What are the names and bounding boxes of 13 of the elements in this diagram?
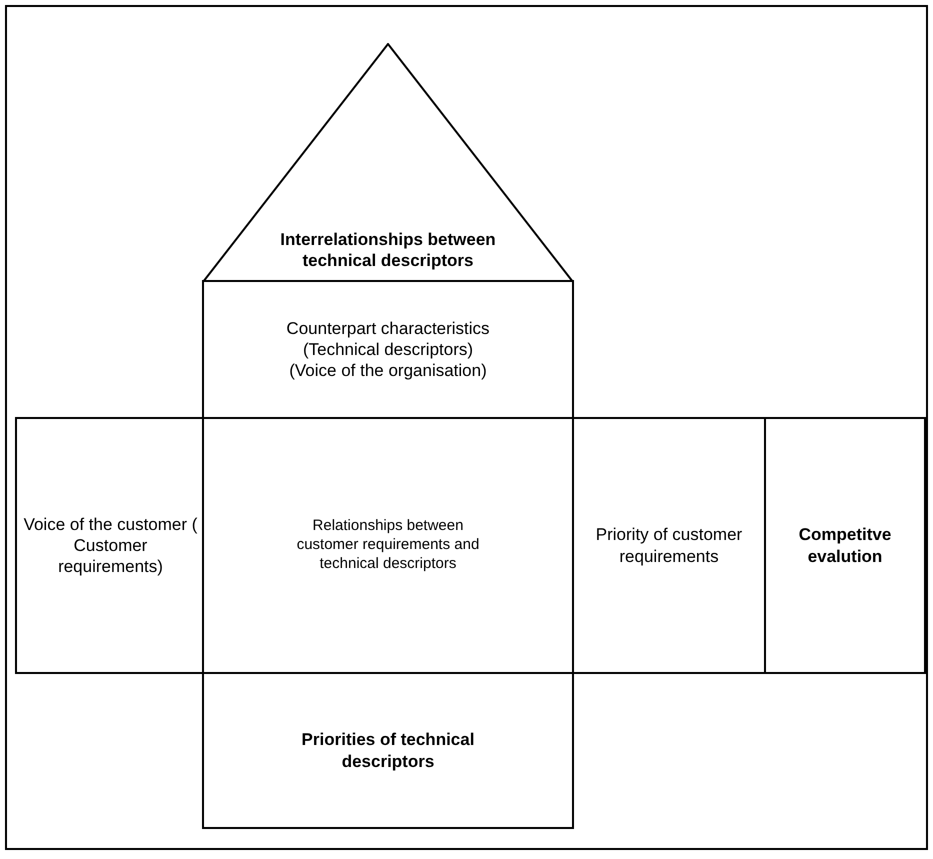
diagram-frame bbox=[5, 5, 928, 850]
box-text: Competitve evalution bbox=[798, 524, 892, 567]
box-text: Voice of the customer ( Customer requirements) bbox=[22, 514, 198, 578]
roof-triangle bbox=[202, 43, 574, 283]
box-text: Relationships between customer requirements and technical descriptors bbox=[296, 517, 480, 574]
priority-box bbox=[572, 417, 766, 674]
box-text: Priorities of technical descriptors bbox=[300, 729, 476, 772]
competitive-evaluation-box bbox=[764, 417, 926, 674]
box-text: Counterpart characteristics (Technical descriptors) (Voice of the organisation) bbox=[285, 318, 491, 382]
box-text: Interrelationships between technical descriptors bbox=[279, 228, 497, 271]
technical-priorities-box bbox=[202, 672, 574, 829]
technical-descriptors-box bbox=[202, 280, 574, 419]
box-text: Priority of customer requirements bbox=[594, 524, 744, 567]
